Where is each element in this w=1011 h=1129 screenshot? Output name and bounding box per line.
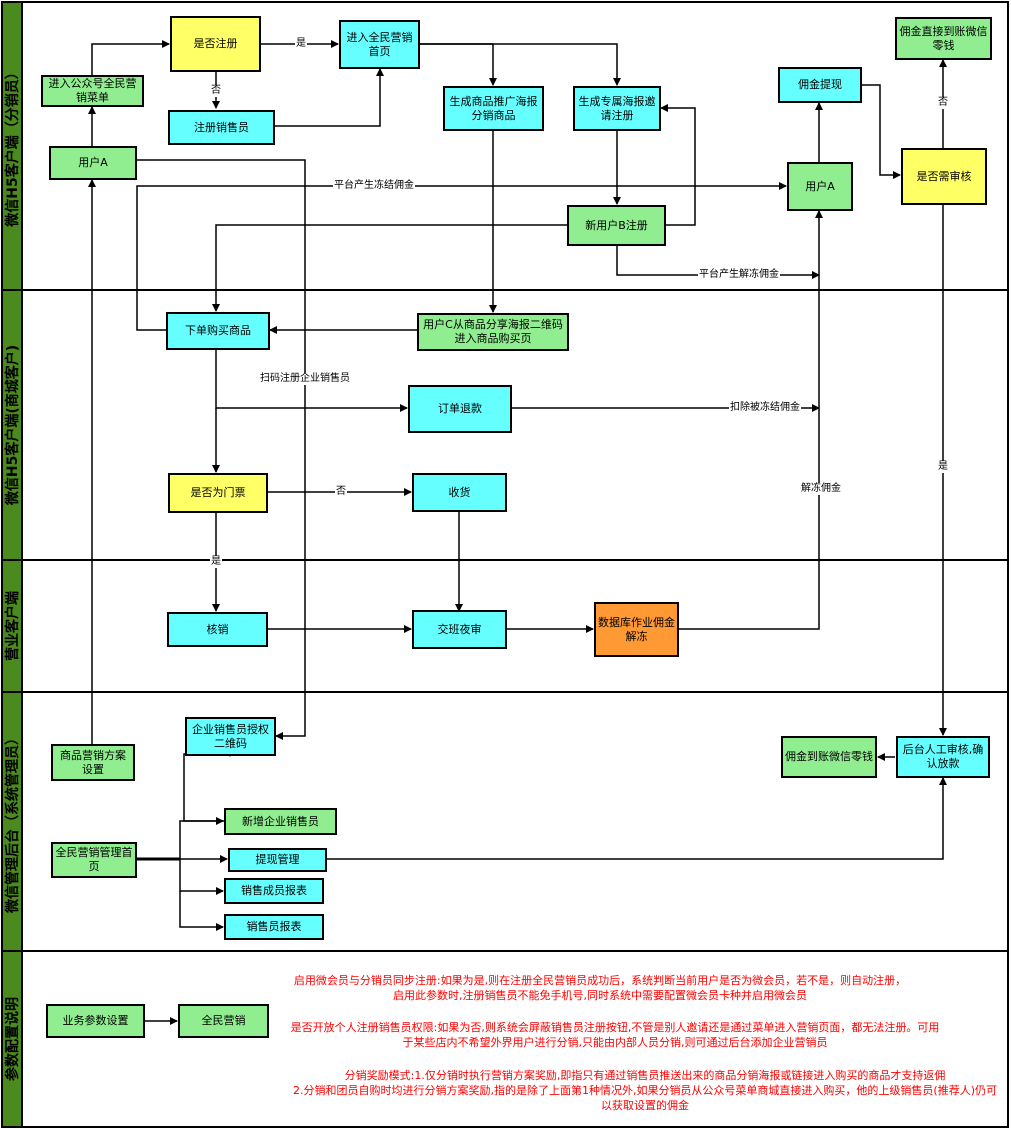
node-need-review[interactable]: 是否需审核 bbox=[901, 148, 987, 205]
edge-label-unfreeze: 平台产生解冻佣金 bbox=[698, 269, 780, 281]
node-label: 佣金提现 bbox=[798, 78, 842, 91]
node-marketing-plan[interactable]: 商品营销方案设置 bbox=[51, 744, 135, 781]
edge-withdraw-to-review bbox=[862, 84, 901, 179]
node-label: 销售成员报表 bbox=[241, 884, 307, 897]
note-reward-mode-1: 分销奖励模式:1.仅分销时执行营销方案奖励,即指只有通过销售员推送出来的商品分销… bbox=[344, 1069, 946, 1082]
node-label: 用户C从商品分享海报二维码进入商品购买页 bbox=[423, 318, 563, 345]
node-enter-home[interactable]: 进入全民营销首页 bbox=[339, 20, 420, 69]
node-label: 全民营销管理首页 bbox=[55, 846, 133, 873]
edge-home-to-product-poster bbox=[420, 43, 497, 86]
node-label: 收货 bbox=[448, 485, 471, 499]
edge-label-unfreeze-commission: 解冻佣金 bbox=[800, 483, 842, 495]
node-label: 是否需审核 bbox=[916, 169, 972, 183]
node-enter-menu[interactable]: 进入公众号全民营销菜单 bbox=[41, 75, 144, 107]
edge-label-yes: 是 bbox=[937, 461, 949, 473]
node-place-order[interactable]: 下单购买商品 bbox=[166, 312, 270, 350]
note-sync-register: 启用微会员与分销员同步注册:如果为是,则在注册全民营销员成功后，系统判断当前用户… bbox=[293, 974, 907, 1002]
edge-label-deduct: 扣除被冻结佣金 bbox=[729, 402, 801, 414]
edge-label-scan-register: 扫码注册企业销售员 bbox=[259, 373, 351, 385]
node-receive[interactable]: 收货 bbox=[412, 473, 507, 512]
node-label: 企业销售员授权二维码 bbox=[192, 722, 269, 750]
node-seller-qr[interactable]: 企业销售员授权二维码 bbox=[185, 717, 276, 756]
edge-label-no: 否 bbox=[210, 85, 222, 97]
edge-db-unfreeze-to-user-a bbox=[679, 210, 823, 630]
lane-header: 营业客户端 bbox=[3, 561, 23, 691]
node-gen-invite-poster[interactable]: 生成专属海报邀请注册 bbox=[573, 86, 661, 131]
edge-menu-to-registered bbox=[91, 40, 170, 75]
node-label: 用户A bbox=[78, 156, 108, 169]
node-user-a-right[interactable]: 用户A bbox=[787, 162, 853, 211]
node-is-ticket[interactable]: 是否为门票 bbox=[168, 473, 268, 513]
node-label: 提现管理 bbox=[255, 853, 300, 866]
edge-home-to-invite-poster bbox=[420, 43, 621, 86]
edge-user-a-left-to-seller-qr bbox=[137, 159, 306, 740]
node-db-unfreeze[interactable]: 数据库作业佣金解冻 bbox=[594, 602, 679, 657]
lane-header: 微信H5客户端(商城客户) bbox=[3, 291, 23, 559]
edge-label-yes: 是 bbox=[210, 556, 222, 568]
edge-new-user-b-to-invite bbox=[660, 104, 696, 226]
node-add-seller[interactable]: 新增企业销售员 bbox=[224, 808, 337, 835]
node-label: 数据库作业佣金解冻 bbox=[598, 615, 675, 643]
node-user-a-left[interactable]: 用户A bbox=[49, 146, 137, 180]
node-label: 订单退款 bbox=[438, 402, 482, 415]
node-manual-review[interactable]: 后台人工审核,确认放款 bbox=[896, 736, 990, 778]
node-label: 佣金到账微信零钱 bbox=[785, 750, 873, 763]
edge-register-to-home bbox=[275, 68, 384, 127]
node-label: 进入公众号全民营销菜单 bbox=[48, 77, 137, 104]
lane-config: 参数配置说明 bbox=[1, 950, 1009, 1128]
node-shift-audit[interactable]: 交班夜审 bbox=[412, 610, 507, 649]
node-label: 是否为门票 bbox=[190, 486, 246, 499]
node-paid-to-wechat[interactable]: 佣金到账微信零钱 bbox=[781, 736, 877, 778]
node-user-c[interactable]: 用户C从商品分享海报二维码进入商品购买页 bbox=[417, 313, 569, 351]
note-personal-register: 是否开放个人注册销售员权限:如果为否,则系统会屏蔽销售员注册按钮,不管是别人邀请… bbox=[290, 1021, 940, 1049]
node-commission-withdraw[interactable]: 佣金提现 bbox=[778, 67, 862, 103]
lane-header: 微信H5客户端（分销员） bbox=[3, 3, 23, 289]
node-label: 佣金直接到账微信零钱 bbox=[899, 24, 988, 52]
lane-header: 微信管理后台（系统管理员） bbox=[3, 693, 23, 950]
node-label: 生成专属海报邀请注册 bbox=[578, 94, 656, 122]
node-label: 全民营销 bbox=[201, 1014, 246, 1027]
node-label: 下单购买商品 bbox=[185, 324, 251, 337]
edge-admin-to-add-seller bbox=[137, 817, 224, 860]
node-verify[interactable]: 核销 bbox=[167, 612, 268, 647]
edge-order-frozen-to-user-a bbox=[136, 182, 787, 331]
node-withdraw-mgmt[interactable]: 提现管理 bbox=[228, 848, 327, 872]
node-label: 销售员报表 bbox=[246, 920, 302, 933]
node-label: 核销 bbox=[206, 622, 229, 636]
edge-new-user-b-to-order bbox=[212, 224, 567, 312]
node-admin-home[interactable]: 全民营销管理首页 bbox=[51, 842, 137, 878]
node-register-seller[interactable]: 注册销售员 bbox=[168, 110, 275, 145]
node-label: 新用户B注册 bbox=[585, 218, 648, 232]
node-label: 交班夜审 bbox=[437, 622, 482, 636]
node-label: 后台人工审核,确认放款 bbox=[902, 743, 984, 770]
node-biz-params[interactable]: 业务参数设置 bbox=[46, 1004, 145, 1038]
node-label: 商品营销方案设置 bbox=[60, 748, 126, 776]
edge-label-frozen: 平台产生冻结佣金 bbox=[333, 180, 415, 192]
node-seller-report[interactable]: 销售员报表 bbox=[224, 914, 324, 940]
edge-withdraw-mgmt-to-manual bbox=[327, 777, 947, 860]
node-new-user-b[interactable]: 新用户B注册 bbox=[567, 205, 666, 246]
node-label: 生成商品推广海报分销商品 bbox=[449, 94, 538, 122]
node-gen-product-poster[interactable]: 生成商品推广海报分销商品 bbox=[443, 86, 544, 131]
edge-label-yes: 是 bbox=[295, 38, 307, 50]
edge-label-no: 否 bbox=[937, 97, 949, 109]
node-label: 用户A bbox=[805, 179, 835, 193]
node-label: 是否注册 bbox=[193, 37, 238, 50]
node-label: 业务参数设置 bbox=[62, 1014, 129, 1027]
note-reward-mode-2: 2.分销和团员自购时均进行分销方案奖励,指的是除了上面第1种情况外,如果分销员从… bbox=[292, 1084, 998, 1112]
lane-header: 参数配置说明 bbox=[3, 952, 23, 1126]
node-all-marketing[interactable]: 全民营销 bbox=[178, 1004, 269, 1038]
node-label: 注册销售员 bbox=[194, 120, 249, 134]
node-refund[interactable]: 订单退款 bbox=[408, 385, 512, 433]
node-member-report[interactable]: 销售成员报表 bbox=[224, 878, 324, 904]
node-is-registered[interactable]: 是否注册 bbox=[170, 16, 261, 72]
node-label: 新增企业销售员 bbox=[242, 814, 319, 828]
edge-admin-to-member-report bbox=[179, 859, 224, 895]
node-direct-to-wechat[interactable]: 佣金直接到账微信零钱 bbox=[895, 17, 992, 60]
edge-label-no: 否 bbox=[335, 486, 347, 498]
node-label: 进入全民营销首页 bbox=[346, 30, 413, 58]
edge-admin-to-seller-report bbox=[179, 891, 224, 931]
